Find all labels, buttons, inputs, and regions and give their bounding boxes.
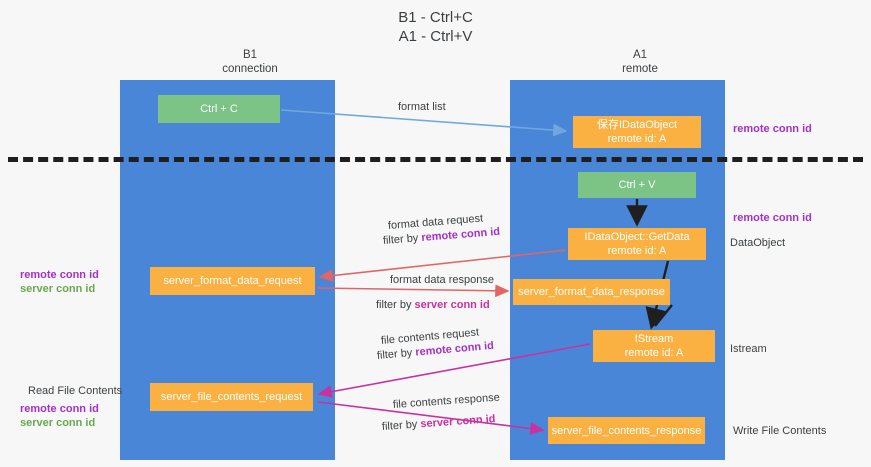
side-label-write-file-contents: Write File Contents: [733, 425, 827, 437]
side-label-server-conn-id: server conn id: [20, 283, 96, 295]
side-label-dataobject: DataObject: [730, 237, 786, 249]
node-server-format-data-request[interactable]: server_format_data_request: [150, 267, 315, 295]
filter-prefix: filter by: [382, 231, 422, 247]
edge-label-format-data-response: format data response: [390, 274, 494, 286]
diagram-title: B1 - Ctrl+C A1 - Ctrl+V: [398, 9, 473, 45]
edge-label-format-data-response-filter: filter by server conn id: [376, 298, 490, 313]
node-idataobject-getdata[interactable]: IDataObject::GetData remote id: A: [568, 228, 706, 260]
node-istream[interactable]: IStream remote id: A: [593, 330, 715, 362]
side-label-conn-ids-lower: remote conn id server conn id: [20, 402, 99, 430]
filter-prefix: filter by: [381, 418, 421, 433]
side-label-remote-conn-id-top: remote conn id: [733, 123, 812, 135]
edge-label-file-contents-response: file contents response: [392, 391, 501, 411]
edge-label-file-contents-response-filter: filter by server conn id: [381, 412, 496, 435]
side-label-read-file-contents: Read File Contents: [28, 385, 123, 397]
node-ctrl-c[interactable]: Ctrl + C: [158, 95, 280, 123]
filter-prefix: filter by: [376, 346, 416, 362]
side-label-remote-conn-id-mid: remote conn id: [733, 212, 812, 224]
node-server-file-contents-response[interactable]: server_file_contents_response: [548, 417, 705, 444]
node-data-object[interactable]: 保存IDataObject remote id: A: [573, 116, 701, 148]
side-label-remote-conn-id: remote conn id: [20, 269, 99, 281]
lane-header-b1: B1 connection: [222, 49, 278, 75]
side-label-istream: Istream: [730, 343, 767, 355]
node-server-file-contents-request[interactable]: server_file_contents_request: [150, 383, 313, 411]
filter-key-server-conn-id: server conn id: [414, 299, 490, 311]
filter-key-server-conn-id: server conn id: [419, 413, 496, 431]
phase-separator: [8, 157, 863, 162]
node-ctrl-v[interactable]: Ctrl + V: [578, 172, 696, 198]
side-label-server-conn-id: server conn id: [20, 417, 96, 429]
filter-prefix: filter by: [376, 299, 415, 311]
edge-format-data-response: [317, 284, 510, 298]
node-server-format-data-response[interactable]: server_format_data_response: [513, 279, 670, 305]
side-label-remote-conn-id: remote conn id: [20, 403, 99, 415]
side-label-conn-ids-upper: remote conn id server conn id: [20, 268, 99, 296]
edge-label-format-list: format list: [398, 101, 446, 113]
lane-header-a1: A1 remote: [622, 49, 658, 75]
